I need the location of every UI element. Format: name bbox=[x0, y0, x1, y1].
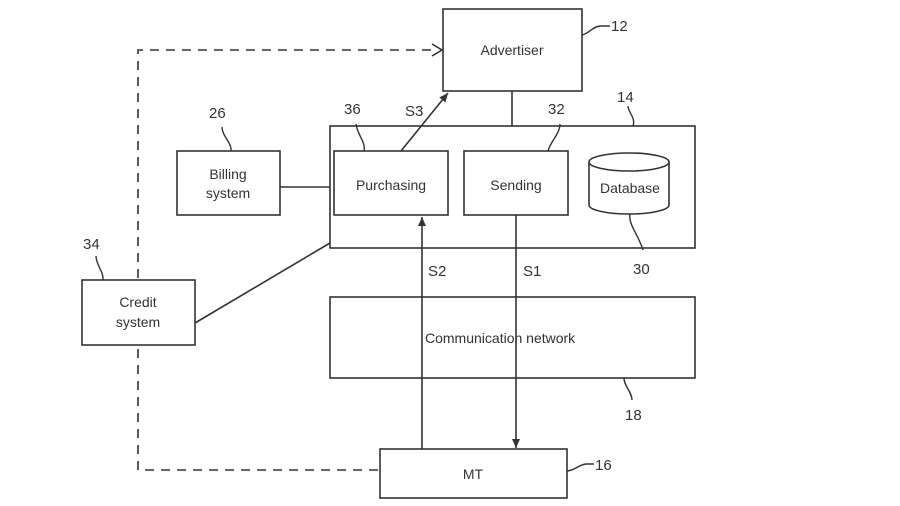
dashed-line bbox=[137, 49, 432, 471]
mt-node[interactable]: MT bbox=[379, 448, 568, 499]
billing-node[interactable]: Billing system bbox=[176, 150, 281, 216]
purchasing-box[interactable] bbox=[333, 150, 449, 216]
advertiser-box[interactable] bbox=[442, 8, 583, 92]
purchasing-ref: 36 bbox=[344, 101, 361, 118]
database-body[interactable] bbox=[588, 162, 670, 215]
credit-box[interactable] bbox=[81, 279, 196, 346]
s3-arrow bbox=[400, 92, 449, 152]
advertiser-ref-leader bbox=[581, 25, 610, 36]
dashed-connection-mt-advertiser bbox=[137, 43, 444, 471]
sending-label: Sending bbox=[490, 177, 541, 193]
database-label: Database bbox=[600, 180, 660, 196]
billing-ref-leader bbox=[221, 126, 232, 152]
server-ref: 14 bbox=[617, 89, 634, 106]
mt-label: MT bbox=[463, 466, 484, 482]
credit-node[interactable]: Credit system bbox=[81, 279, 196, 346]
database-node[interactable]: Database bbox=[588, 152, 670, 215]
sending-ref: 32 bbox=[548, 101, 565, 118]
credit-label-line2: system bbox=[116, 314, 160, 330]
purchasing-label: Purchasing bbox=[356, 177, 426, 193]
credit-server-line bbox=[194, 242, 331, 324]
network-ref: 18 bbox=[625, 407, 642, 424]
network-label: Communication network bbox=[425, 330, 576, 346]
credit-ref: 34 bbox=[83, 236, 100, 253]
advertiser-node[interactable]: Advertiser bbox=[442, 8, 583, 92]
sending-node[interactable]: Sending bbox=[463, 150, 569, 216]
s3-label: S3 bbox=[405, 103, 423, 120]
sending-ref-leader bbox=[547, 123, 561, 152]
billing-box[interactable] bbox=[176, 150, 281, 216]
database-top[interactable] bbox=[588, 152, 670, 172]
purchasing-node[interactable]: Purchasing bbox=[333, 150, 449, 216]
s2-label: S2 bbox=[428, 263, 446, 280]
advertiser-ref: 12 bbox=[611, 18, 628, 35]
billing-label-line2: system bbox=[206, 185, 250, 201]
advertiser-label: Advertiser bbox=[480, 42, 543, 58]
credit-label-line1: Credit bbox=[119, 294, 156, 310]
database-ref-leader bbox=[629, 213, 644, 251]
mt-box[interactable] bbox=[379, 448, 568, 499]
sending-box[interactable] bbox=[463, 150, 569, 216]
billing-label-line1: Billing bbox=[209, 166, 246, 182]
credit-ref-leader bbox=[95, 255, 104, 281]
billing-ref: 26 bbox=[209, 105, 226, 122]
network-node[interactable] bbox=[329, 296, 696, 379]
database-ref: 30 bbox=[633, 261, 650, 278]
mt-ref: 16 bbox=[595, 457, 612, 474]
network-ref-leader bbox=[623, 377, 633, 401]
s1-label: S1 bbox=[523, 263, 541, 280]
server-ref-leader bbox=[627, 105, 635, 127]
purchasing-ref-leader bbox=[355, 123, 365, 152]
mt-ref-leader bbox=[566, 463, 594, 472]
network-box[interactable] bbox=[329, 296, 696, 379]
dashed-arrowhead bbox=[431, 43, 444, 57]
